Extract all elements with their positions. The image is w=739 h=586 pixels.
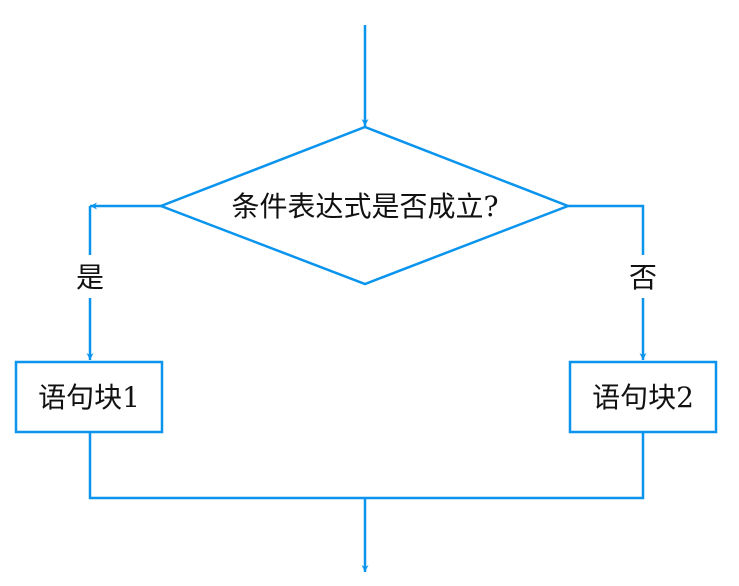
decision-label: 条件表达式是否成立?	[231, 190, 498, 223]
decision-diamond	[157, 125, 572, 286]
yes-label: 是	[76, 261, 104, 294]
no-label: 否	[629, 261, 657, 294]
block-1-label: 语句块1	[38, 381, 140, 414]
merge-line	[88, 432, 645, 500]
no-branch-top	[568, 204, 645, 255]
block-2-label: 语句块2	[592, 381, 694, 414]
